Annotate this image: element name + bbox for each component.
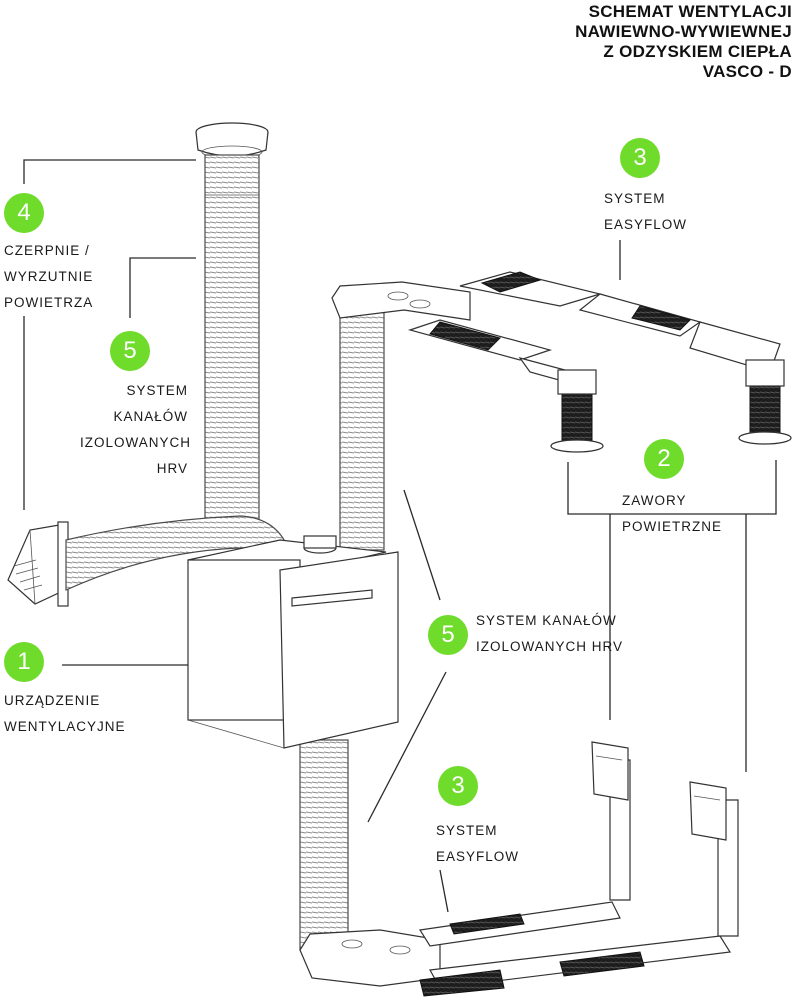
callout-badge-5-upper: 5 [110,331,150,371]
diagram-title: SCHEMAT WENTYLACJI NAWIEWNO-WYWIEWNEJ Z … [575,2,792,82]
easyflow-bottom-channels [419,759,739,997]
easyflow-top-manifold [331,281,471,321]
callout-badge-3-bottom: 3 [438,766,478,806]
callout-label-2: ZAWORY POWIETRZNE [622,493,722,534]
valve-top-left [550,369,604,453]
ventilation-unit [187,535,399,749]
callout-label-5-upper: SYSTEM KANAŁÓW IZOLOWANYCH HRV [80,383,192,476]
vertical-duct-right [339,299,385,551]
vertical-duct-left [204,154,260,526]
callout-badge-4: 4 [4,193,44,233]
roof-cap [195,122,269,159]
callout-label-3-top: SYSTEM EASYFLOW [604,191,688,232]
title-line-1: SCHEMAT WENTYLACJI [588,2,792,21]
callout-badge-5-middle: 5 [428,615,468,655]
callout-label-1: URZĄDZENIE WENTYLACYJNE [4,693,126,734]
callout-badge-2: 2 [644,439,684,479]
vertical-duct-lower [299,739,349,951]
title-line-3: Z ODZYSKIEM CIEPŁA [603,42,792,61]
callout-label-3-bottom: SYSTEM EASYFLOW [436,823,520,864]
title-line-4: VASCO - D [702,62,792,81]
title-line-2: NAWIEWNO-WYWIEWNEJ [575,22,792,41]
leader-lines [23,159,777,913]
callout-badge-3-top: 3 [620,138,660,178]
callout-label-4: CZERPNIE / WYRZUTNIE POWIETRZA [4,243,94,310]
callout-badge-1: 1 [4,642,44,682]
valve-bottom-left [591,741,629,801]
valve-bottom-right [689,781,727,841]
wall-grille [7,521,69,607]
callout-label-5-middle: SYSTEM KANAŁÓW IZOLOWANYCH HRV [476,613,624,654]
valve-top-right [738,359,792,445]
easyflow-bottom-manifold [299,929,441,987]
